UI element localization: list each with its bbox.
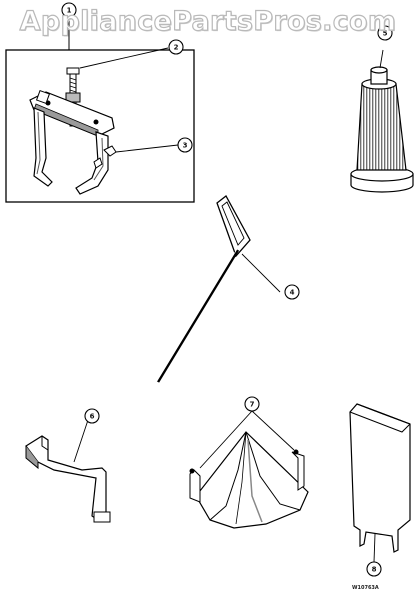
filter-cylinder [350, 49, 414, 193]
callout-3: 3 [177, 137, 193, 153]
leader-2 [79, 47, 169, 69]
callout-6: 6 [84, 408, 100, 424]
callout-4: 4 [284, 284, 300, 300]
callout-2: 2 [168, 39, 184, 55]
svg-text:4: 4 [290, 289, 295, 297]
panel-card [349, 403, 411, 563]
svg-text:1: 1 [67, 7, 72, 15]
svg-text:5: 5 [383, 30, 388, 38]
puller-assembly-box [5, 49, 195, 203]
svg-text:7: 7 [250, 401, 255, 409]
t-handle-rod [156, 195, 281, 383]
svg-text:2: 2 [174, 44, 179, 52]
puller-assembly-group [5, 18, 195, 203]
leader-3 [115, 144, 179, 153]
svg-text:3: 3 [183, 142, 188, 150]
puller-jaw-right [75, 131, 117, 195]
drawing-code: W10763A [352, 585, 379, 591]
callout-8: 8 [366, 561, 382, 577]
callout-1: 1 [61, 2, 77, 18]
puller-jaw-left [33, 107, 53, 187]
watermark: AppliancePartsPros.com [19, 5, 397, 37]
svg-text:6: 6 [90, 413, 95, 421]
callout-7: 7 [244, 396, 260, 412]
svg-text:8: 8 [372, 566, 377, 574]
puller-crossbar [29, 89, 115, 137]
agitator-cone [189, 410, 309, 529]
bracket-clip [25, 419, 111, 523]
callout-5: 5 [377, 25, 393, 41]
